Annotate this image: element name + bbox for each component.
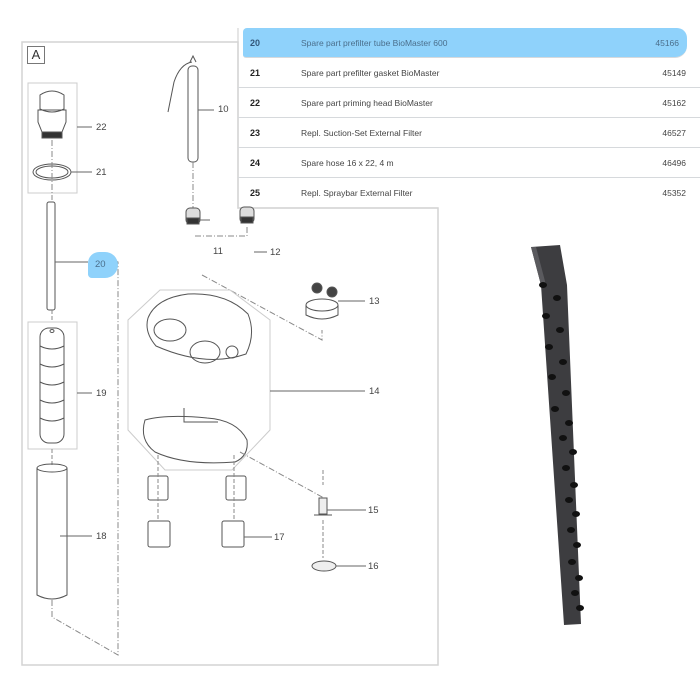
table-row[interactable]: 21 Spare part prefilter gasket BioMaster… xyxy=(238,58,700,88)
part-description: Spare hose 16 x 22, 4 m xyxy=(301,157,394,168)
parts-table: 20 Spare part prefilter tube BioMaster 6… xyxy=(238,28,700,207)
article-code: 45166 xyxy=(655,37,679,48)
part-number: 24 xyxy=(250,157,261,168)
callout-17: 17 xyxy=(274,532,285,543)
callout-19: 19 xyxy=(96,388,107,399)
part-description: Spare part prefilter gasket BioMaster xyxy=(301,67,440,78)
part-number: 22 xyxy=(250,97,261,108)
table-row[interactable]: 23 Repl. Suction-Set External Filter 465… xyxy=(238,118,700,148)
callout-18: 18 xyxy=(96,531,107,542)
callout-21: 21 xyxy=(96,167,107,178)
callout-label: 20 xyxy=(95,259,106,270)
part-description: Repl. Suction-Set External Filter xyxy=(301,127,422,138)
callout-13: 13 xyxy=(369,296,380,307)
part-number: 21 xyxy=(250,67,261,78)
table-row[interactable]: 24 Spare hose 16 x 22, 4 m 46496 xyxy=(238,148,700,178)
table-row[interactable]: 22 Spare part priming head BioMaster 451… xyxy=(238,88,700,118)
section-label: A xyxy=(27,46,45,64)
article-code: 45162 xyxy=(662,97,686,108)
part-description: Spare part prefilter tube BioMaster 600 xyxy=(301,37,448,48)
highlighted-callout: 20 xyxy=(88,252,118,278)
callout-22: 22 xyxy=(96,122,107,133)
callout-10: 10 xyxy=(218,104,229,115)
callout-11: 11 xyxy=(213,246,223,257)
callout-16: 16 xyxy=(368,561,379,572)
part-description: Spare part priming head BioMaster xyxy=(301,97,433,108)
prefilter-tube-photo xyxy=(531,245,584,625)
callout-14: 14 xyxy=(369,386,380,397)
part-description: Repl. Spraybar External Filter xyxy=(301,187,413,198)
article-code: 45149 xyxy=(662,67,686,78)
callout-12: 12 xyxy=(270,247,281,258)
article-code: 46496 xyxy=(662,157,686,168)
article-code: 46527 xyxy=(662,127,686,138)
part-number: 20 xyxy=(250,37,261,48)
callout-15: 15 xyxy=(368,505,379,516)
table-row[interactable]: 25 Repl. Spraybar External Filter 45352 xyxy=(238,178,700,207)
article-code: 45352 xyxy=(662,187,686,198)
part-number: 23 xyxy=(250,127,261,138)
table-row-highlighted[interactable]: 20 Spare part prefilter tube BioMaster 6… xyxy=(243,28,687,58)
part-number: 25 xyxy=(250,187,261,198)
